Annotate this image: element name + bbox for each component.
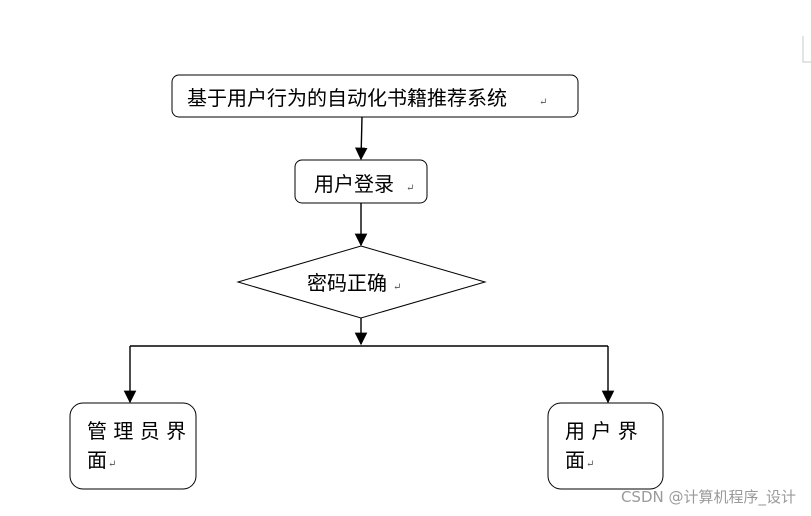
node-login[interactable]: 用户登录 ↵ (294, 159, 428, 204)
node-check[interactable]: 密码正确 ↵ (236, 245, 487, 319)
node-system-box (171, 74, 579, 118)
node-user[interactable]: 用 户 界 面 ↵ (547, 402, 664, 490)
node-user-box (547, 402, 664, 490)
node-admin-label-line2: 面 (87, 448, 107, 472)
edge-system-to-login (354, 116, 368, 161)
node-admin-box (69, 402, 197, 490)
paragraph-mark: ↵ (539, 97, 547, 108)
node-user-label-line1: 用 户 界 (565, 419, 638, 443)
node-system-label: 基于用户行为的自动化书籍推荐系统 (187, 86, 507, 110)
node-admin-label-line1: 管 理 员 界 (87, 419, 186, 443)
paragraph-mark: ↵ (393, 282, 401, 293)
node-admin[interactable]: 管 理 员 界 面 ↵ (69, 402, 197, 490)
node-login-label: 用户登录 (314, 172, 394, 196)
node-system[interactable]: 基于用户行为的自动化书籍推荐系统 ↵ (171, 74, 579, 118)
watermark-text: CSDN @计算机程序_设计 (621, 488, 796, 507)
paragraph-mark: ↵ (406, 183, 414, 194)
paragraph-mark: ↵ (586, 459, 594, 470)
node-check-label: 密码正确 (307, 271, 387, 295)
page-edge-line (802, 36, 811, 63)
paragraph-mark: ↵ (108, 459, 116, 470)
node-user-label-line2: 面 (565, 448, 585, 472)
